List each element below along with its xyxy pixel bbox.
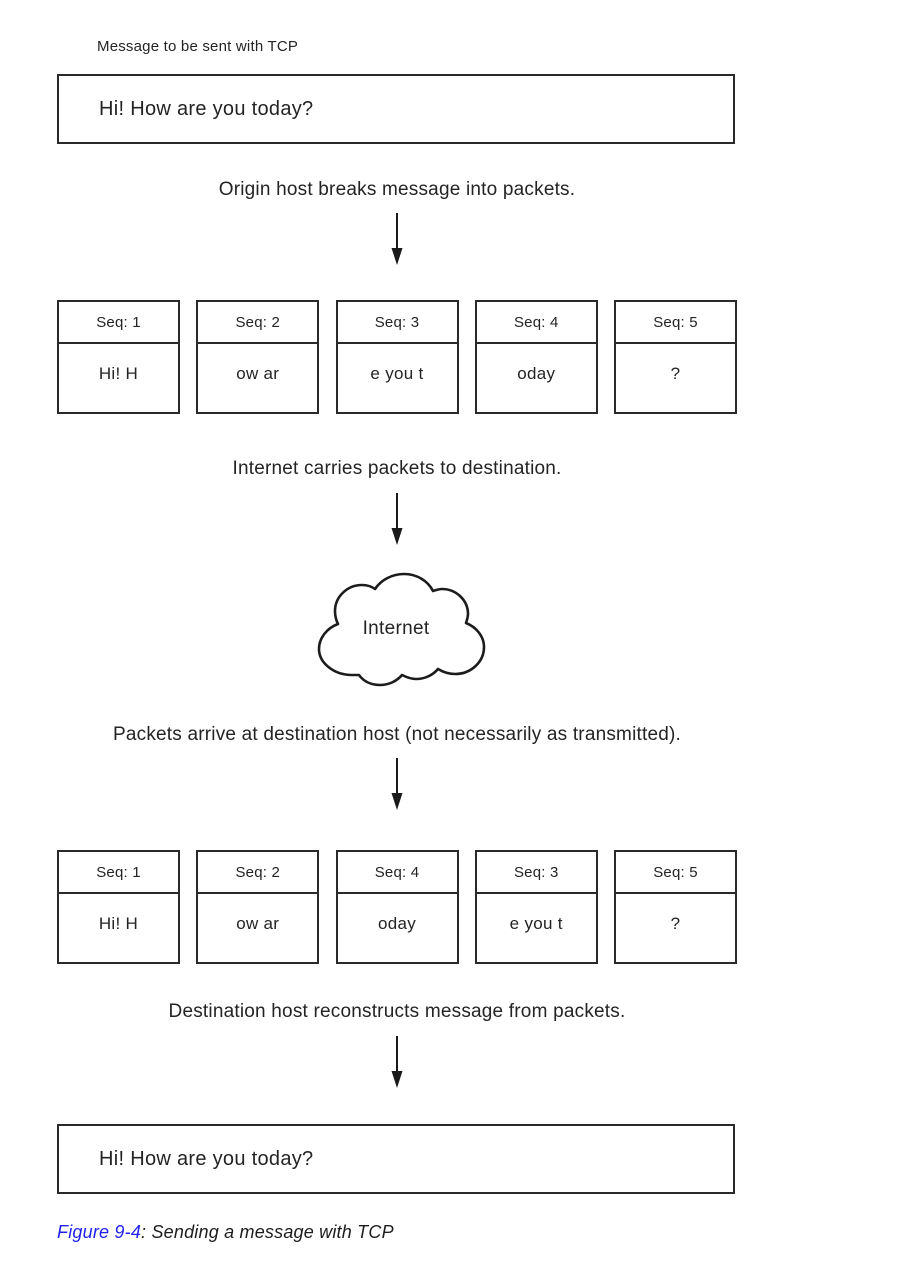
packet-payload: ow ar bbox=[236, 364, 280, 383]
caption-separator: : bbox=[141, 1222, 152, 1242]
down-arrow-icon bbox=[391, 758, 403, 810]
packet-received-2: Seq: 2 ow ar bbox=[196, 850, 320, 964]
packet-received-3: Seq: 4 oday bbox=[335, 850, 459, 964]
packet-payload: oday bbox=[377, 914, 417, 933]
reconstructed-message-text: Hi! How are you today? bbox=[99, 1147, 314, 1170]
reconstructed-message-box: Hi! How are you today? bbox=[57, 1124, 735, 1194]
step-3-text: Packets arrive at destination host (not … bbox=[112, 724, 681, 745]
down-arrow-icon bbox=[391, 1036, 403, 1088]
packet-seq-header: Seq: 5 bbox=[616, 302, 735, 344]
step-4-block: Destination host reconstructs message fr… bbox=[57, 1001, 737, 1088]
down-arrow-icon bbox=[391, 493, 403, 545]
packet-sent-5: Seq: 5 ? bbox=[614, 300, 737, 414]
packet-seq-header: Seq: 1 bbox=[59, 302, 178, 344]
packet-payload: ow ar bbox=[236, 914, 280, 933]
original-message-box: Hi! How are you today? bbox=[57, 74, 735, 144]
figure-number-link[interactable]: Figure 9-4 bbox=[57, 1222, 142, 1242]
packet-payload: e you t bbox=[370, 364, 424, 383]
packet-seq-header: Seq: 4 bbox=[476, 302, 596, 344]
step-1-block: Origin host breaks message into packets. bbox=[57, 179, 737, 265]
cloud-label: Internet bbox=[362, 618, 430, 639]
step-2-block: Internet carries packets to destination. bbox=[57, 458, 737, 545]
packet-received-5: Seq: 5 ? bbox=[614, 850, 737, 964]
packet-seq-header: Seq: 2 bbox=[198, 302, 318, 344]
packet-payload: oday bbox=[517, 364, 556, 383]
packet-seq-header: Seq: 2 bbox=[198, 852, 318, 894]
step-1-text: Origin host breaks message into packets. bbox=[218, 179, 576, 200]
packet-sent-3: Seq: 3 e you t bbox=[335, 300, 459, 414]
packet-seq-header: Seq: 1 bbox=[59, 852, 178, 894]
internet-cloud: Internet bbox=[306, 572, 486, 692]
packet-payload: ? bbox=[670, 364, 681, 383]
step-3-block: Packets arrive at destination host (not … bbox=[57, 724, 737, 810]
packet-payload: ? bbox=[670, 914, 681, 933]
packets-received-row: Seq: 1 Hi! H Seq: 2 ow ar Seq: 4 oday Se… bbox=[57, 850, 737, 964]
packet-payload: Hi! H bbox=[98, 914, 139, 933]
figure-caption: Figure 9-4: Sending a message with TCP bbox=[57, 1222, 394, 1243]
packet-payload: Hi! H bbox=[98, 364, 139, 383]
down-arrow-icon bbox=[391, 213, 403, 265]
packets-sent-row: Seq: 1 Hi! H Seq: 2 ow ar Seq: 3 e you t… bbox=[57, 300, 737, 414]
caption-text: Sending a message with TCP bbox=[151, 1222, 394, 1242]
step-2-text: Internet carries packets to destination. bbox=[232, 458, 562, 479]
packet-seq-header: Seq: 3 bbox=[476, 852, 596, 894]
packet-seq-header: Seq: 4 bbox=[337, 852, 457, 894]
message-box-label: Message to be sent with TCP bbox=[97, 38, 299, 55]
packet-received-4: Seq: 3 e you t bbox=[474, 850, 598, 964]
packet-seq-header: Seq: 5 bbox=[616, 852, 735, 894]
packet-received-1: Seq: 1 Hi! H bbox=[57, 850, 180, 964]
step-4-text: Destination host reconstructs message fr… bbox=[168, 1001, 626, 1022]
packet-sent-1: Seq: 1 Hi! H bbox=[57, 300, 180, 414]
packet-seq-header: Seq: 3 bbox=[337, 302, 457, 344]
original-message-text: Hi! How are you today? bbox=[99, 97, 314, 120]
packet-payload: e you t bbox=[509, 914, 563, 933]
cloud-icon bbox=[317, 572, 486, 687]
packet-sent-2: Seq: 2 ow ar bbox=[196, 300, 320, 414]
packet-sent-4: Seq: 4 oday bbox=[474, 300, 598, 414]
